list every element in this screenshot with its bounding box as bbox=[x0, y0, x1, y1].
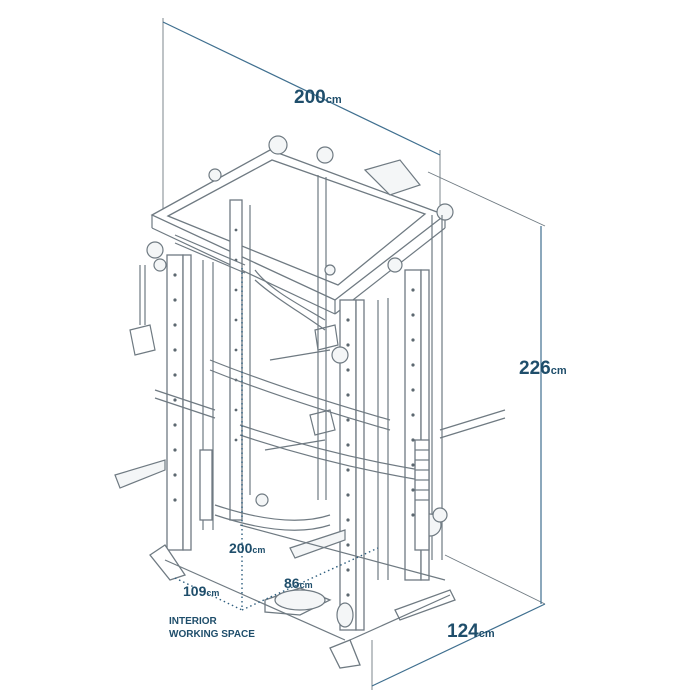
dimension-lines bbox=[162, 18, 546, 690]
top-width-unit: cm bbox=[326, 94, 342, 106]
interior-depth-unit: cm bbox=[252, 545, 265, 555]
top-width-value: 200 bbox=[294, 87, 326, 108]
top-width-dimension-line bbox=[162, 21, 441, 156]
interior-space-guides bbox=[174, 268, 379, 611]
interior-side-guide bbox=[174, 577, 243, 611]
base-depth-label: 124cm bbox=[447, 621, 495, 642]
interior-side-label: 109cm bbox=[183, 583, 219, 599]
base-depth-unit: cm bbox=[479, 628, 495, 640]
interior-depth-label: 200cm bbox=[229, 540, 265, 556]
depth-dimension-line bbox=[371, 603, 546, 687]
machine-illustration bbox=[114, 135, 506, 669]
interior-width-value: 86 bbox=[284, 575, 300, 591]
interior-side-value: 109 bbox=[183, 583, 207, 599]
interior-width-label: 86cm bbox=[284, 575, 313, 591]
interior-width-unit: cm bbox=[300, 580, 313, 590]
interior-side-unit: cm bbox=[206, 588, 219, 598]
interior-caption-line1: INTERIOR bbox=[169, 616, 218, 627]
interior-depth-value: 200 bbox=[229, 540, 253, 556]
top-width-label: 200cm bbox=[294, 87, 342, 108]
base-depth-value: 124 bbox=[447, 621, 479, 642]
height-label: 226cm bbox=[519, 358, 567, 379]
interior-caption-line2: WORKING SPACE bbox=[169, 629, 255, 640]
height-unit: cm bbox=[551, 365, 567, 377]
height-value: 226 bbox=[519, 358, 551, 379]
